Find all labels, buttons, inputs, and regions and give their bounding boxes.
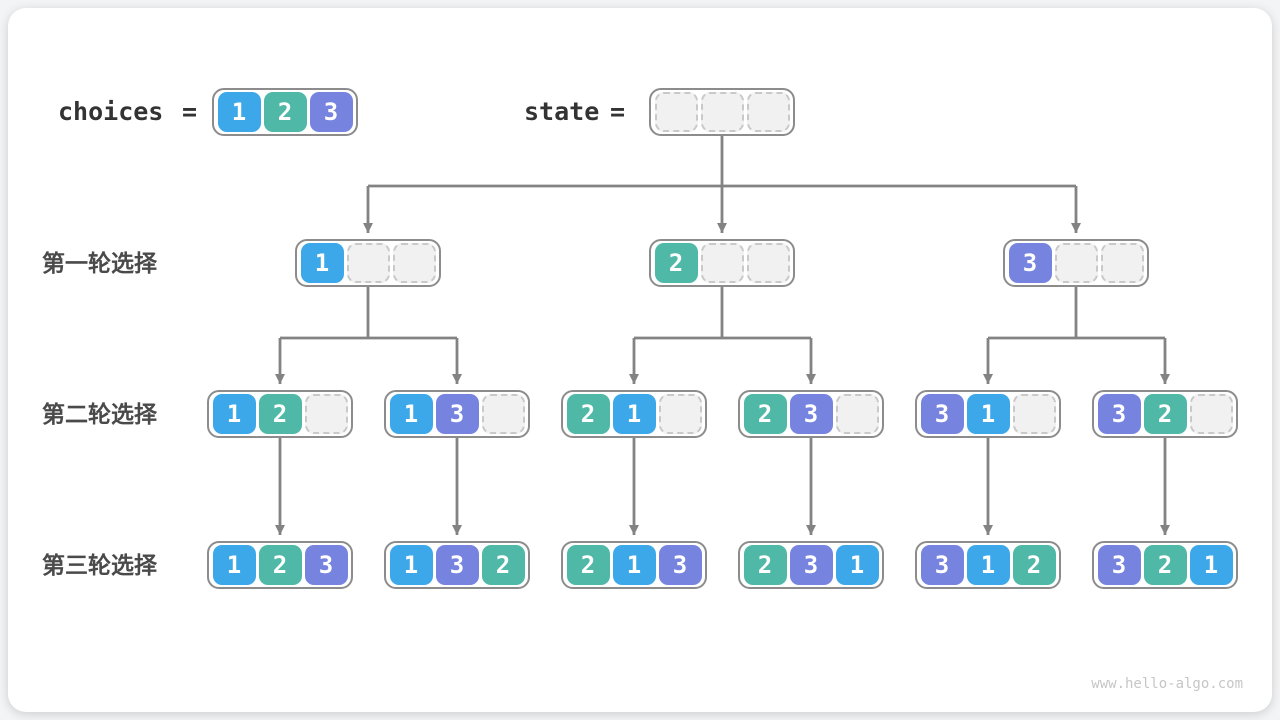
level1-node-0: 1: [295, 239, 441, 287]
value-cell-3: 3: [1097, 394, 1141, 434]
level1-node-2: 3: [1003, 239, 1149, 287]
value-cell-3: 3: [304, 545, 348, 585]
round-1-label: 第一轮选择: [42, 250, 157, 276]
value-cell-2: 2: [258, 394, 302, 434]
state-equals-sign: =: [610, 97, 626, 126]
empty-cell: [658, 394, 702, 434]
value-cell-1: 1: [300, 243, 344, 283]
empty-cell: [700, 243, 744, 283]
empty-cell: [392, 243, 436, 283]
empty-cell: [304, 394, 348, 434]
value-cell-3: 3: [1097, 545, 1141, 585]
empty-cell: [1100, 243, 1144, 283]
empty-cell: [746, 92, 790, 132]
empty-cell: [700, 92, 744, 132]
value-cell-2: 2: [743, 394, 787, 434]
value-cell-2: 2: [1012, 545, 1056, 585]
watermark: www.hello-algo.com: [1091, 676, 1243, 692]
value-cell-2: 2: [258, 545, 302, 585]
value-cell-2: 2: [263, 92, 307, 132]
value-cell-2: 2: [566, 394, 610, 434]
choices-equals-sign: =: [182, 97, 198, 126]
value-cell-2: 2: [654, 243, 698, 283]
value-cell-3: 3: [435, 394, 479, 434]
round-3-label: 第三轮选择: [42, 552, 157, 578]
value-cell-2: 2: [1143, 545, 1187, 585]
value-cell-1: 1: [212, 394, 256, 434]
value-cell-2: 2: [566, 545, 610, 585]
value-cell-3: 3: [789, 545, 833, 585]
value-cell-1: 1: [966, 545, 1010, 585]
empty-cell: [481, 394, 525, 434]
value-cell-1: 1: [612, 545, 656, 585]
value-cell-1: 1: [389, 394, 433, 434]
state-box: [649, 88, 795, 136]
empty-cell: [746, 243, 790, 283]
empty-cell: [346, 243, 390, 283]
value-cell-2: 2: [481, 545, 525, 585]
value-cell-3: 3: [920, 545, 964, 585]
diagram-card: [8, 8, 1272, 712]
value-cell-2: 2: [743, 545, 787, 585]
value-cell-3: 3: [920, 394, 964, 434]
empty-cell: [1189, 394, 1233, 434]
value-cell-1: 1: [612, 394, 656, 434]
value-cell-3: 3: [309, 92, 353, 132]
value-cell-3: 3: [1008, 243, 1052, 283]
value-cell-1: 1: [835, 545, 879, 585]
value-cell-2: 2: [1143, 394, 1187, 434]
value-cell-1: 1: [212, 545, 256, 585]
round-2-label: 第二轮选择: [42, 401, 157, 427]
value-cell-1: 1: [217, 92, 261, 132]
state-label: state: [524, 97, 600, 126]
empty-cell: [835, 394, 879, 434]
value-cell-1: 1: [389, 545, 433, 585]
value-cell-1: 1: [966, 394, 1010, 434]
value-cell-1: 1: [1189, 545, 1233, 585]
choices-label: choices: [58, 97, 164, 126]
value-cell-3: 3: [435, 545, 479, 585]
value-cell-3: 3: [789, 394, 833, 434]
empty-cell: [654, 92, 698, 132]
empty-cell: [1054, 243, 1098, 283]
empty-cell: [1012, 394, 1056, 434]
value-cell-3: 3: [658, 545, 702, 585]
level1-node-1: 2: [649, 239, 795, 287]
